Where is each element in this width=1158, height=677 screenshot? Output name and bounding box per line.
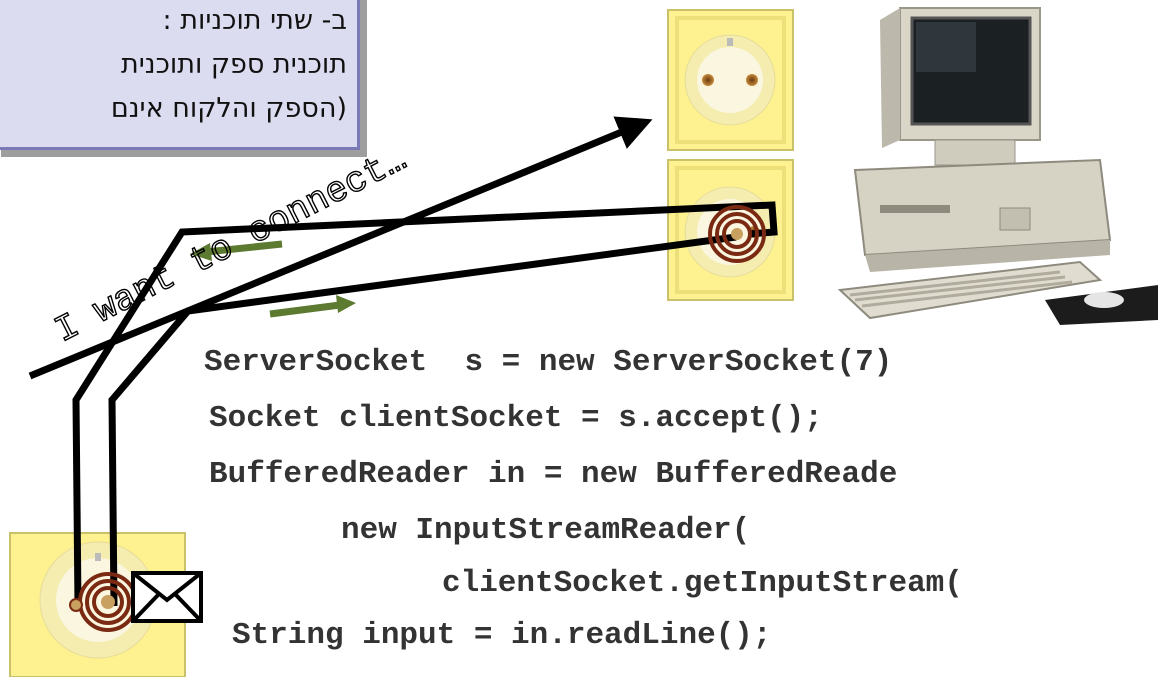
- envelope-icon: [131, 571, 203, 623]
- computer-icon: [837, 7, 1158, 325]
- code-line: new InputStreamReader(: [341, 513, 751, 548]
- callout-line: ב- שתי תוכניות :: [162, 5, 347, 36]
- callout-line: (הספק והלקוח אינם: [110, 93, 347, 124]
- flow-arrow-left: [190, 240, 283, 261]
- callout-box: ב- שתי תוכניות : תוכנית ספק ותוכנית (הספ…: [0, 0, 360, 150]
- target-rings-icon: [78, 572, 138, 632]
- code-line: String input = in.readLine();: [232, 618, 772, 653]
- target-rings-icon: [708, 205, 766, 263]
- connection-wire-outer: [72, 201, 778, 607]
- code-line: Socket clientSocket = s.accept();: [209, 401, 823, 436]
- connect-message: I want to connect…: [48, 139, 413, 352]
- callout-line: תוכנית ספק ותוכנית: [120, 49, 347, 80]
- wall-socket-icon: [667, 9, 794, 151]
- code-line: ServerSocket s = new ServerSocket(7): [204, 345, 893, 380]
- flow-arrow-right: [269, 295, 356, 318]
- code-line: clientSocket.getInputStream(: [442, 566, 963, 601]
- code-line: BufferedReader in = new BufferedReade: [209, 457, 898, 492]
- request-arrow: [28, 116, 653, 380]
- connection-wire-inner: [108, 233, 737, 607]
